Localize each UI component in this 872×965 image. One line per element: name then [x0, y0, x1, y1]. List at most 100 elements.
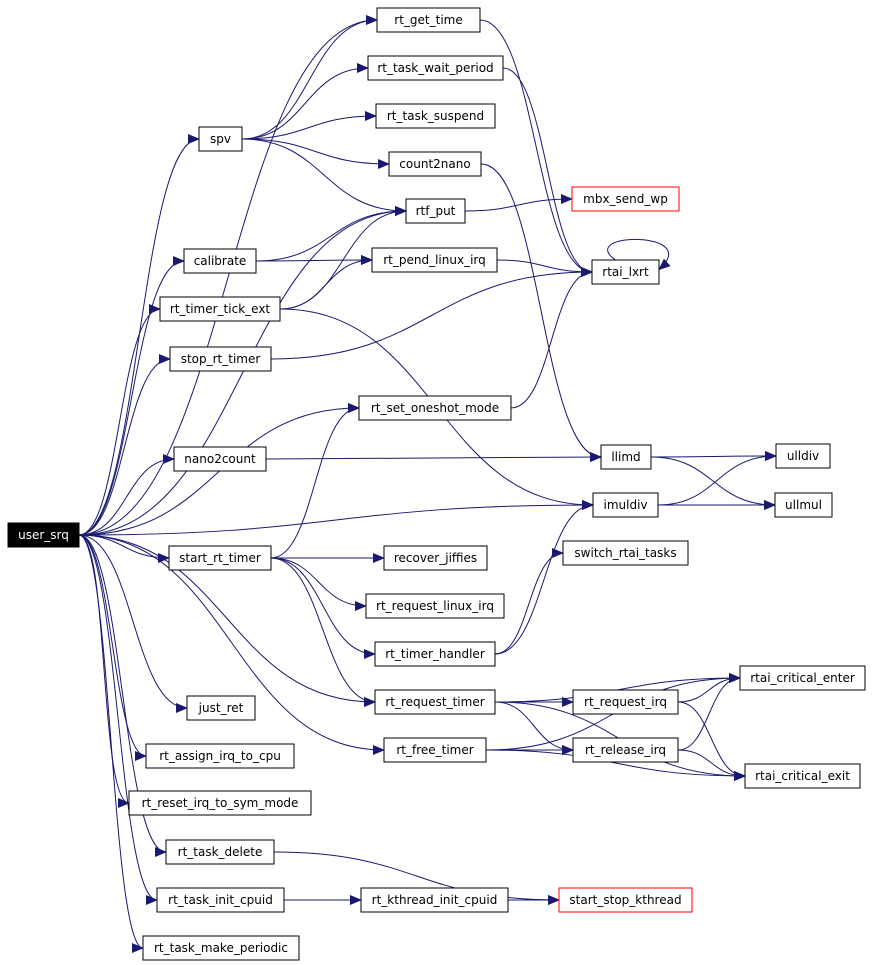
node-label: rt_task_suspend — [387, 109, 484, 123]
edge-user-srq-to-just-ret — [78, 534, 188, 713]
node-label: calibrate — [194, 254, 247, 268]
edge-spv-to-rtf-put — [241, 138, 407, 216]
edge-user-srq-to-rt-task-make-periodic — [78, 534, 144, 953]
node-rt-get-time[interactable]: rt_get_time — [376, 7, 481, 33]
node-recover-jiffies[interactable]: recover_jiffies — [383, 545, 488, 571]
edge-llimd-to-ulldiv — [650, 451, 777, 462]
node-rt-request-irq[interactable]: rt_request_irq — [572, 689, 679, 715]
node-rt-timer-handler[interactable]: rt_timer_handler — [374, 641, 496, 667]
node-label: llimd — [611, 450, 640, 464]
edge-spv-to-count2nano — [241, 138, 390, 169]
node-label: rt_reset_irq_to_sym_mode — [142, 796, 299, 810]
edge-rt-request-irq-to-rtai-critical-exit — [677, 701, 746, 781]
node-label: recover_jiffies — [394, 551, 477, 565]
edge-rt-get-time-to-rtai-lxrt — [479, 19, 593, 277]
edge-user-srq-to-spv — [78, 134, 200, 536]
node-start-stop-kthread[interactable]: start_stop_kthread — [558, 887, 693, 913]
node-label: rtai_lxrt — [602, 265, 649, 279]
node-rt-timer-tick-ext[interactable]: rt_timer_tick_ext — [159, 296, 281, 322]
node-label: rt_task_init_cpuid — [168, 893, 273, 907]
edge-start-rt-timer-to-rt-set-oneshot-mode — [270, 403, 360, 559]
node-user-srq[interactable]: user_srq — [7, 522, 80, 548]
edge-layer — [78, 15, 777, 953]
node-label: rtai_critical_exit — [755, 769, 850, 783]
edge-rt-release-irq-to-rtai-critical-exit — [677, 749, 746, 781]
node-rtai-lxrt[interactable]: rtai_lxrt — [591, 259, 660, 285]
node-rt-task-make-periodic[interactable]: rt_task_make_periodic — [142, 935, 300, 961]
node-ullmul[interactable]: ullmul — [774, 492, 833, 518]
edge-user-srq-to-rt-reset-irq-to-sym-mode — [78, 534, 130, 808]
edge-count2nano-to-llimd — [480, 163, 602, 462]
node-label: rt_release_irq — [585, 743, 666, 757]
edge-start-rt-timer-to-rt-request-timer — [270, 557, 376, 707]
node-rt-request-linux-irq[interactable]: rt_request_linux_irq — [365, 593, 505, 619]
edge-rt-request-irq-to-rtai-critical-enter — [677, 673, 741, 703]
node-rt-task-init-cpuid[interactable]: rt_task_init_cpuid — [156, 887, 285, 913]
edge-imuldiv-to-ulldiv — [657, 451, 777, 506]
node-label: start_stop_kthread — [569, 893, 681, 907]
node-rt-free-timer[interactable]: rt_free_timer — [383, 737, 487, 763]
node-count2nano[interactable]: count2nano — [388, 151, 482, 177]
node-label: nano2count — [184, 452, 256, 466]
edge-rt-task-wait-period-to-rtai-lxrt — [502, 67, 593, 277]
node-label: stop_rt_timer — [181, 352, 261, 366]
node-rt-task-suspend[interactable]: rt_task_suspend — [375, 103, 496, 129]
node-stop-rt-timer[interactable]: stop_rt_timer — [169, 346, 272, 372]
node-label: rt_pend_linux_irq — [383, 253, 486, 267]
edge-nano2count-to-llimd — [265, 452, 602, 463]
node-nano2count[interactable]: nano2count — [173, 446, 267, 472]
edge-rt-request-timer-to-rt-release-irq — [494, 701, 574, 755]
edge-calibrate-to-rtf-put — [255, 206, 407, 262]
node-imuldiv[interactable]: imuldiv — [592, 492, 659, 518]
node-switch-rtai-tasks[interactable]: switch_rtai_tasks — [562, 540, 689, 566]
node-rt-task-wait-period[interactable]: rt_task_wait_period — [367, 55, 504, 81]
edge-user-srq-to-imuldiv — [78, 500, 594, 536]
edge-user-srq-to-rt-assign-irq-to-cpu — [78, 534, 147, 761]
node-label: rt_timer_handler — [385, 647, 485, 661]
node-spv[interactable]: spv — [198, 126, 243, 152]
edge-spv-to-rt-get-time — [241, 15, 378, 140]
node-label: start_rt_timer — [179, 551, 261, 565]
edge-start-rt-timer-to-rt-timer-handler — [270, 557, 376, 659]
node-label: rt_task_delete — [178, 845, 263, 859]
node-rt-pend-linux-irq[interactable]: rt_pend_linux_irq — [371, 247, 498, 273]
node-label: user_srq — [18, 528, 69, 542]
node-rt-assign-irq-to-cpu[interactable]: rt_assign_irq_to_cpu — [145, 743, 295, 769]
node-label: rt_task_make_periodic — [154, 941, 288, 955]
node-rt-release-irq[interactable]: rt_release_irq — [572, 737, 679, 763]
node-mbx-send-wp[interactable]: mbx_send_wp — [571, 186, 680, 212]
node-rt-kthread-init-cpuid[interactable]: rt_kthread_init_cpuid — [360, 887, 509, 913]
node-label: count2nano — [399, 157, 470, 171]
node-rtf-put[interactable]: rtf_put — [405, 198, 466, 224]
node-rt-request-timer[interactable]: rt_request_timer — [374, 689, 496, 715]
edge-rtf-put-to-mbx-send-wp — [464, 194, 573, 212]
edge-rt-timer-handler-to-switch-rtai-tasks — [494, 548, 564, 655]
node-label: rt_request_irq — [584, 695, 667, 709]
node-rtai-critical-enter[interactable]: rtai_critical_enter — [739, 665, 866, 691]
edge-user-srq-to-rt-free-timer — [78, 534, 385, 755]
node-label: rt_request_timer — [385, 695, 484, 709]
edge-rt-free-timer-to-rtai-critical-exit — [485, 749, 746, 781]
node-rt-set-oneshot-mode[interactable]: rt_set_oneshot_mode — [358, 395, 512, 421]
edge-start-rt-timer-to-rt-request-linux-irq — [270, 557, 367, 611]
node-rt-task-delete[interactable]: rt_task_delete — [165, 839, 275, 865]
node-label: rtf_put — [416, 204, 456, 218]
edge-rt-pend-linux-irq-to-rtai-lxrt — [496, 259, 593, 277]
edge-rt-timer-tick-ext-to-rt-pend-linux-irq — [279, 255, 373, 310]
node-ulldiv[interactable]: ulldiv — [775, 443, 831, 469]
node-label: rtai_critical_enter — [750, 671, 855, 685]
node-rt-reset-irq-to-sym-mode[interactable]: rt_reset_irq_to_sym_mode — [128, 790, 312, 816]
edge-spv-to-rt-task-suspend — [241, 111, 377, 140]
node-rtai-critical-exit[interactable]: rtai_critical_exit — [744, 763, 861, 789]
node-just-ret[interactable]: just_ret — [186, 695, 256, 721]
node-label: just_ret — [198, 701, 244, 715]
node-llimd[interactable]: llimd — [600, 444, 652, 470]
edge-user-srq-to-rt-task-delete — [78, 534, 167, 857]
node-label: rt_timer_tick_ext — [170, 302, 271, 316]
node-calibrate[interactable]: calibrate — [183, 248, 257, 274]
node-start-rt-timer[interactable]: start_rt_timer — [168, 545, 272, 571]
node-label: rt_task_wait_period — [377, 61, 493, 75]
edge-user-srq-to-rtf-put — [78, 206, 407, 536]
edge-user-srq-to-rt-timer-tick-ext — [78, 304, 161, 536]
